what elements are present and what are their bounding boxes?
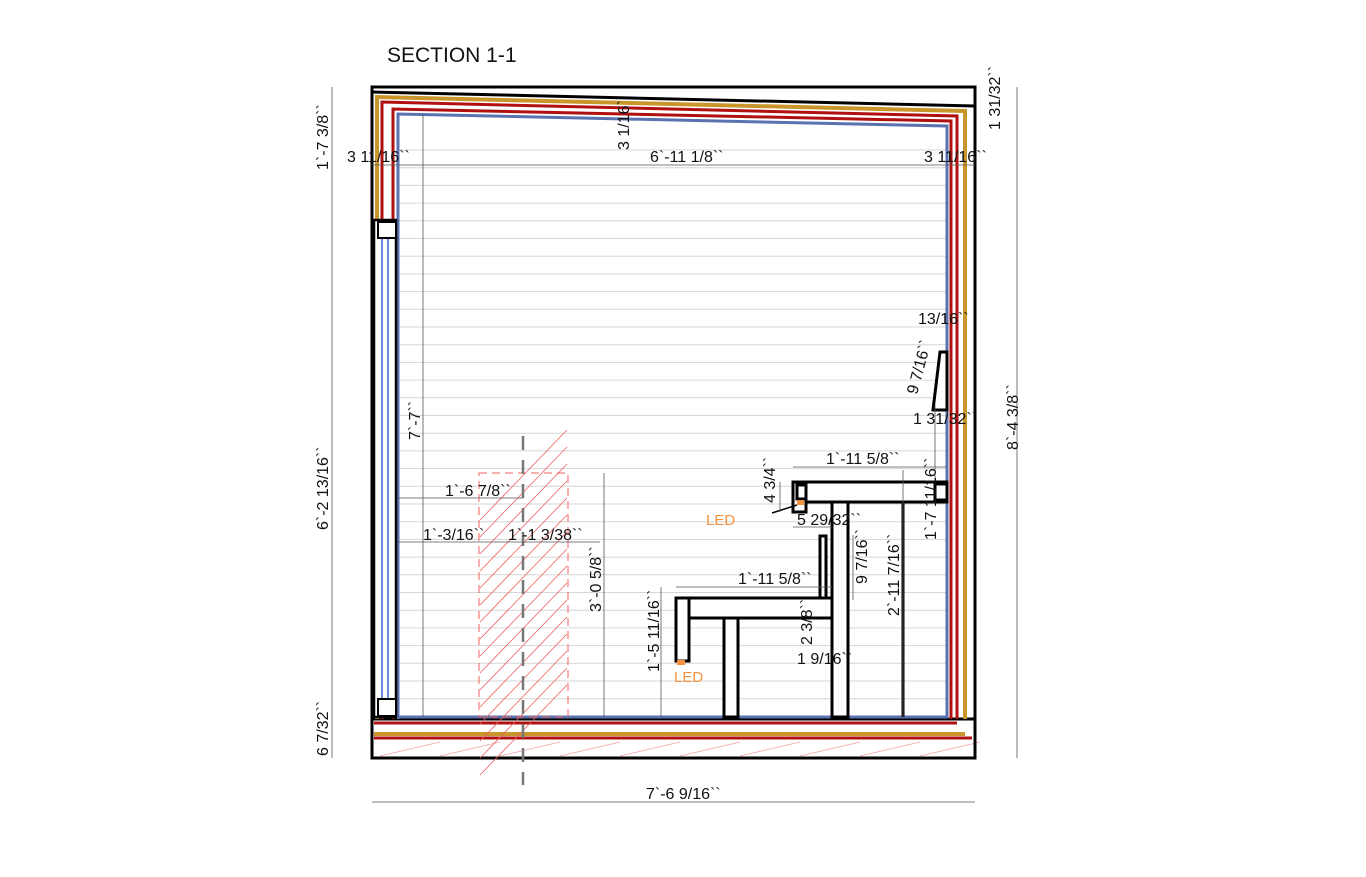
dim-zone-height: 3`-0 5/8`` (588, 546, 605, 612)
dim-right-wall: 3 11/16`` (924, 149, 987, 166)
led-label-upper: LED (706, 512, 735, 529)
dim-upper-depth: 1`-11 5/8`` (826, 451, 900, 468)
dim-upper-setback: 5 29/32`` (797, 512, 861, 529)
dim-roof-thickness: 3 1/16`` (616, 95, 633, 150)
dim-zone-left: 1`-3/16`` (423, 527, 484, 544)
floor-slab (370, 717, 981, 760)
dim-lower-height: 1`-5 11/16`` (646, 590, 663, 672)
dim-step-rise: 9 7/16`` (854, 529, 871, 584)
lower-bench[interactable] (674, 534, 834, 719)
dim-lower-depth: 1`-11 5/8`` (738, 571, 812, 588)
dim-zone-top: 1`-6 7/8`` (445, 483, 511, 500)
envelope (370, 85, 977, 758)
dim-backrest-depth: 13/16`` (918, 311, 969, 328)
led-strip-upper (797, 500, 804, 505)
dim-window-height: 6`-2 13/16`` (315, 446, 332, 530)
upper-bench[interactable] (771, 480, 949, 719)
dim-zone-width: 1`-1 3/38`` (508, 527, 583, 544)
dim-lower-leg-gap: 1 9/16`` (797, 651, 852, 668)
section-title: SECTION 1-1 (387, 44, 517, 67)
dim-floor: 6 7/32`` (315, 701, 332, 756)
dim-upper-height: 1`-7 11/16`` (923, 458, 940, 540)
dim-backrest-height: 9 7/16`` (904, 338, 935, 396)
dim-roof-right: 1 31/32`` (987, 66, 1004, 130)
dim-left-wall: 3 11/16`` (347, 149, 410, 166)
window[interactable] (372, 218, 398, 719)
dim-overall-height: 8`-4 3/8`` (1005, 384, 1022, 450)
dimension-labels: 3 11/16`` 6`-11 1/8`` 3 11/16`` 7`-6 9/1… (315, 66, 1022, 803)
dim-interior-width: 6`-11 1/8`` (650, 149, 724, 166)
dim-backrest-gap: 1 31/32`` (913, 411, 977, 428)
dim-upper-total: 2`-11 7/16`` (886, 534, 903, 616)
dim-roof-left: 1`-7 3/8`` (315, 104, 332, 170)
dimension-lines (331, 87, 1018, 803)
wall-cladding-lines (399, 149, 946, 717)
dim-lower-apron: 2 3/8`` (799, 599, 816, 645)
led-label-lower: LED (674, 669, 703, 686)
dim-interior-height: 7`-7`` (407, 401, 424, 440)
led-strip-lower (677, 660, 685, 665)
dim-upper-apron: 4 3/4`` (762, 457, 779, 503)
backrest[interactable] (931, 350, 949, 412)
dim-overall-width: 7`-6 9/16`` (646, 786, 721, 803)
